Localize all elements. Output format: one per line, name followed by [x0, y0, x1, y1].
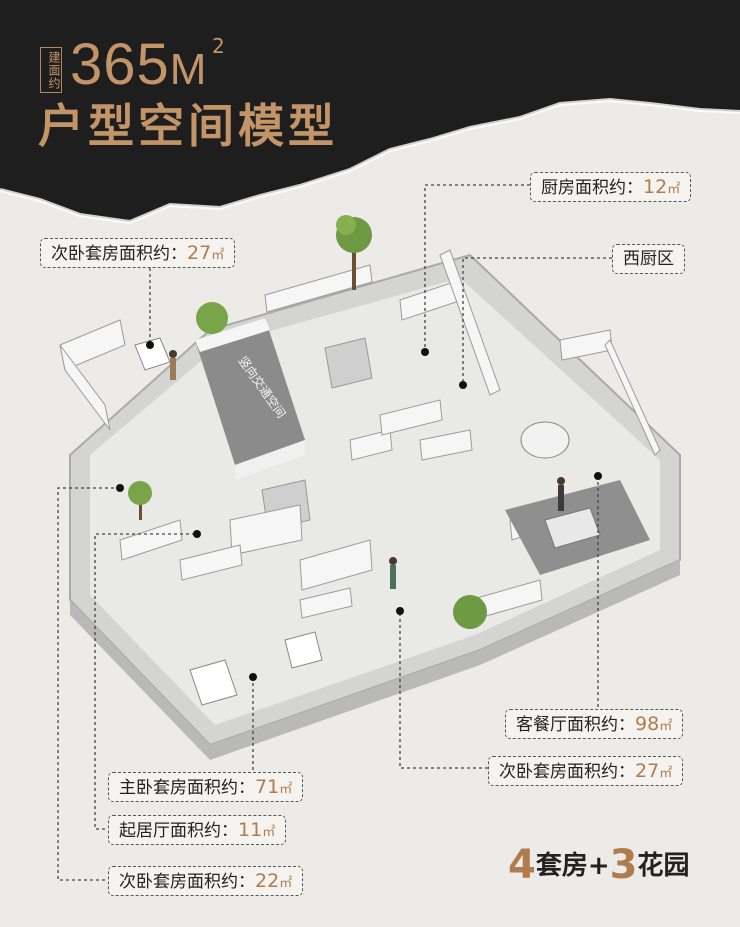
label-master-bedroom: 主卧套房面积约：71㎡	[108, 772, 304, 802]
label-second-bedroom-bottom: 次卧套房面积约：22㎡	[108, 866, 304, 896]
area-number: 365M	[70, 32, 208, 97]
bed-right	[284, 631, 323, 669]
tree-bottom	[453, 595, 487, 629]
figure-right	[557, 477, 565, 511]
sofa	[544, 507, 601, 549]
tree-left-top	[196, 302, 228, 334]
page-title: 户型空间模型	[38, 99, 338, 153]
vertical-shaft	[195, 318, 305, 480]
figure-top	[169, 350, 177, 380]
dining-table	[520, 421, 570, 459]
label-second-bedroom-top: 次卧套房面积约：27㎡	[40, 238, 236, 268]
tree-left	[128, 481, 152, 520]
label-sitting-room: 起居厅面积约：11㎡	[108, 815, 287, 845]
tree-top	[336, 215, 372, 290]
area-tag: 建面约	[40, 47, 62, 93]
label-second-bedroom-right: 次卧套房面积约：27㎡	[488, 756, 684, 786]
elevator-box-1	[324, 337, 373, 389]
label-living-dining: 客餐厅面积约：98㎡	[505, 709, 684, 739]
area-unit: M	[169, 45, 208, 94]
figure-center	[389, 557, 397, 589]
label-kitchen: 厨房面积约：12㎡	[530, 172, 692, 202]
bed-master	[189, 659, 238, 706]
leader-dots	[116, 341, 602, 681]
partition-walls	[59, 249, 661, 621]
tagline: 4套房+3花园	[508, 842, 690, 888]
area-superscript: 2	[212, 34, 225, 58]
label-west-kitchen: 西厨区	[612, 244, 685, 274]
